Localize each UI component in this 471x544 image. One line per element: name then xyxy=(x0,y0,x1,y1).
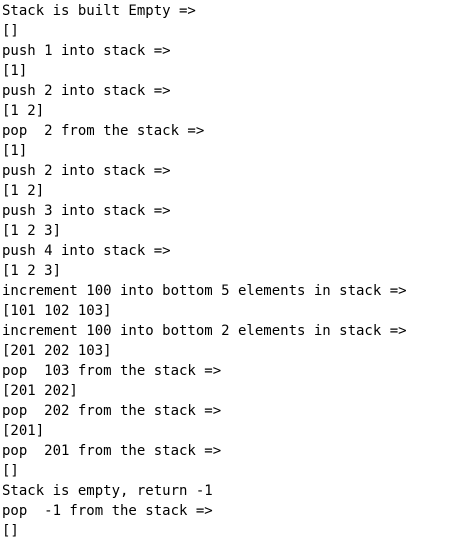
console-line: push 2 into stack => xyxy=(2,83,171,99)
console-line: [1 2 3] xyxy=(2,263,62,279)
console-line: [201] xyxy=(2,423,45,439)
console-line: [] xyxy=(2,523,19,539)
console-line: [] xyxy=(2,463,19,479)
console-line: pop 201 from the stack => xyxy=(2,443,222,459)
console-line: push 1 into stack => xyxy=(2,43,171,59)
console-line: [201 202 103] xyxy=(2,343,112,359)
console-line: increment 100 into bottom 5 elements in … xyxy=(2,283,407,299)
console-line: pop 202 from the stack => xyxy=(2,403,222,419)
console-line: [1] xyxy=(2,143,28,159)
console-line: push 3 into stack => xyxy=(2,203,171,219)
console-line: [1 2 3] xyxy=(2,223,62,239)
console-line: [] xyxy=(2,23,19,39)
console-line: Stack is built Empty => xyxy=(2,3,196,19)
console-line: pop -1 from the stack => xyxy=(2,503,213,519)
console-line: push 2 into stack => xyxy=(2,163,171,179)
console-line: increment 100 into bottom 2 elements in … xyxy=(2,323,407,339)
console-line: pop 103 from the stack => xyxy=(2,363,222,379)
console-line: push 4 into stack => xyxy=(2,243,171,259)
console-line: Stack is empty, return -1 xyxy=(2,483,213,499)
console-line: [1 2] xyxy=(2,103,45,119)
console-line: [201 202] xyxy=(2,383,78,399)
console-line: [1 2] xyxy=(2,183,45,199)
console-line: [101 102 103] xyxy=(2,303,112,319)
console-line: pop 2 from the stack => xyxy=(2,123,205,139)
console-line: [1] xyxy=(2,63,28,79)
